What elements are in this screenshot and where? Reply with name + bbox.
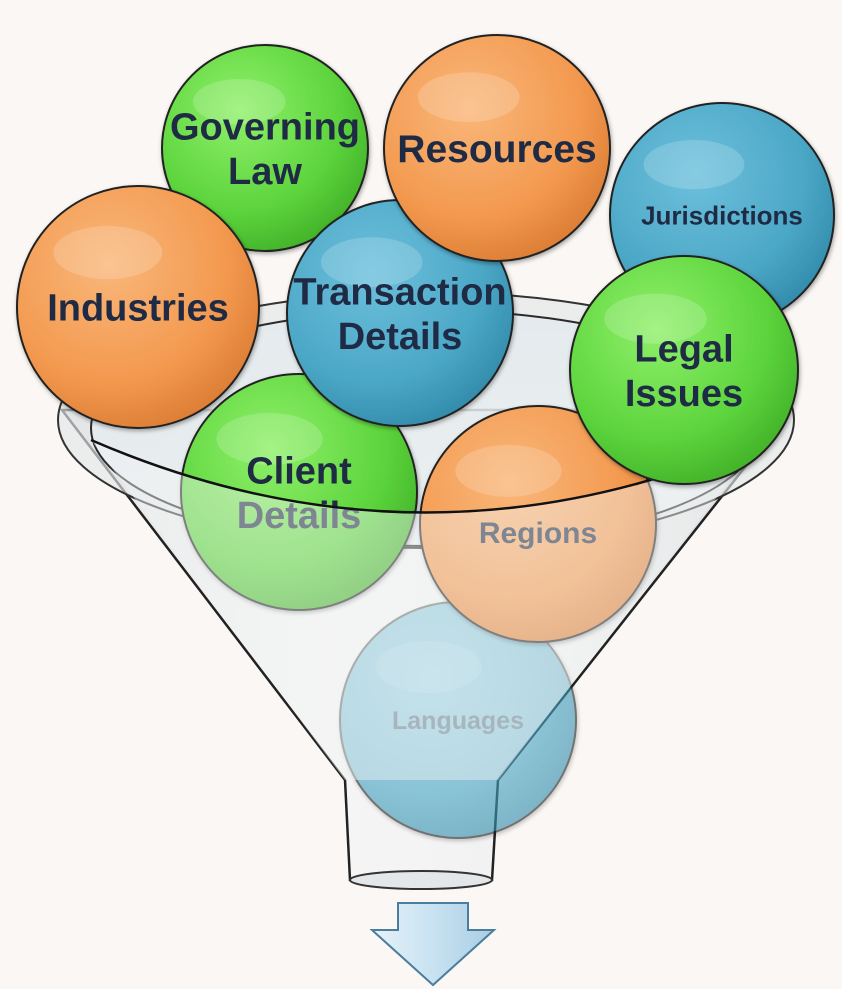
bubble-regions: Regions — [419, 405, 657, 643]
down-arrow-icon — [369, 902, 497, 987]
bubble-resources: Resources — [383, 34, 611, 262]
bubble-label: Resources — [397, 128, 596, 171]
bubble-highlight — [216, 412, 323, 465]
bubble-highlight — [417, 72, 520, 123]
bubble-label: Governing — [170, 106, 360, 148]
bubble-industries: Industries — [16, 185, 260, 429]
bubble-highlight — [643, 139, 745, 190]
output-arrow — [369, 902, 497, 987]
bubble-circle — [383, 34, 611, 262]
bubble-circle — [569, 255, 799, 485]
bubble-label: Regions — [479, 517, 597, 550]
bubble-circle — [419, 405, 657, 643]
bubble-highlight — [455, 444, 562, 497]
bubble-label: Transaction — [293, 271, 506, 313]
bubble-highlight — [604, 293, 707, 344]
bubble-label: Client — [246, 450, 352, 492]
funnel-spout-rim — [349, 870, 493, 890]
bubble-label: Law — [228, 151, 302, 193]
bubble-highlight — [53, 225, 163, 280]
bubble-highlight — [320, 237, 423, 288]
bubble-circle — [180, 373, 418, 611]
bubble-label: Details — [338, 316, 463, 358]
bubble-label: Issues — [625, 373, 743, 415]
bubble-highlight — [375, 640, 482, 693]
bubble-circle — [16, 185, 260, 429]
bubble-highlight — [192, 78, 286, 125]
bubble-label: Languages — [392, 707, 524, 735]
bubble-label: Legal — [634, 328, 733, 370]
bubble-label: Jurisdictions — [641, 200, 803, 230]
bubble-label: Industries — [47, 288, 229, 330]
bubble-circle — [161, 44, 369, 252]
bubble-languages: Languages — [339, 601, 577, 839]
